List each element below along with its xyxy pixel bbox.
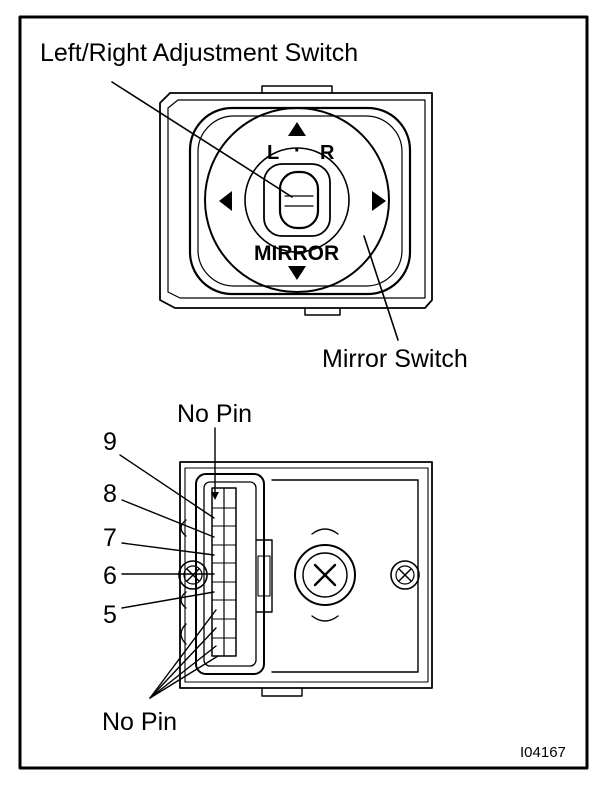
mirror-switch-label: Mirror Switch xyxy=(322,345,468,373)
leader-adjustment-switch xyxy=(111,81,293,198)
figure-frame xyxy=(18,15,589,770)
adjustment-switch-label: Left/Right Adjustment Switch xyxy=(40,39,359,67)
pin-leader-lines xyxy=(119,427,219,699)
left-mount-hole-icon xyxy=(178,560,208,590)
arrow-up-icon xyxy=(288,122,306,136)
arrow-right-icon xyxy=(372,191,386,211)
no-pin-top-label: No Pin xyxy=(177,400,253,428)
knob-dot-label: · xyxy=(294,140,301,162)
connector-bottom-view xyxy=(179,461,433,697)
arrow-down-icon xyxy=(288,266,306,280)
knob-r-label: R xyxy=(320,142,335,164)
mirror-text-label: MIRROR xyxy=(254,242,340,265)
screw-icon xyxy=(294,528,356,622)
arrow-left-icon xyxy=(219,191,232,211)
pin-7-label: 7 xyxy=(103,524,117,552)
pin-5-label: 5 xyxy=(103,601,117,629)
no-pin-bottom-label: No Pin xyxy=(102,708,178,736)
pin-8-label: 8 xyxy=(103,480,117,508)
pin-6-label: 6 xyxy=(103,562,117,590)
knob-l-label: L xyxy=(267,142,280,164)
pin-9-label: 9 xyxy=(103,428,117,456)
right-mount-hole-icon xyxy=(390,560,420,590)
leader-mirror-switch xyxy=(363,235,399,341)
switch-top-view xyxy=(159,85,433,316)
figure-code: I04167 xyxy=(520,744,566,761)
